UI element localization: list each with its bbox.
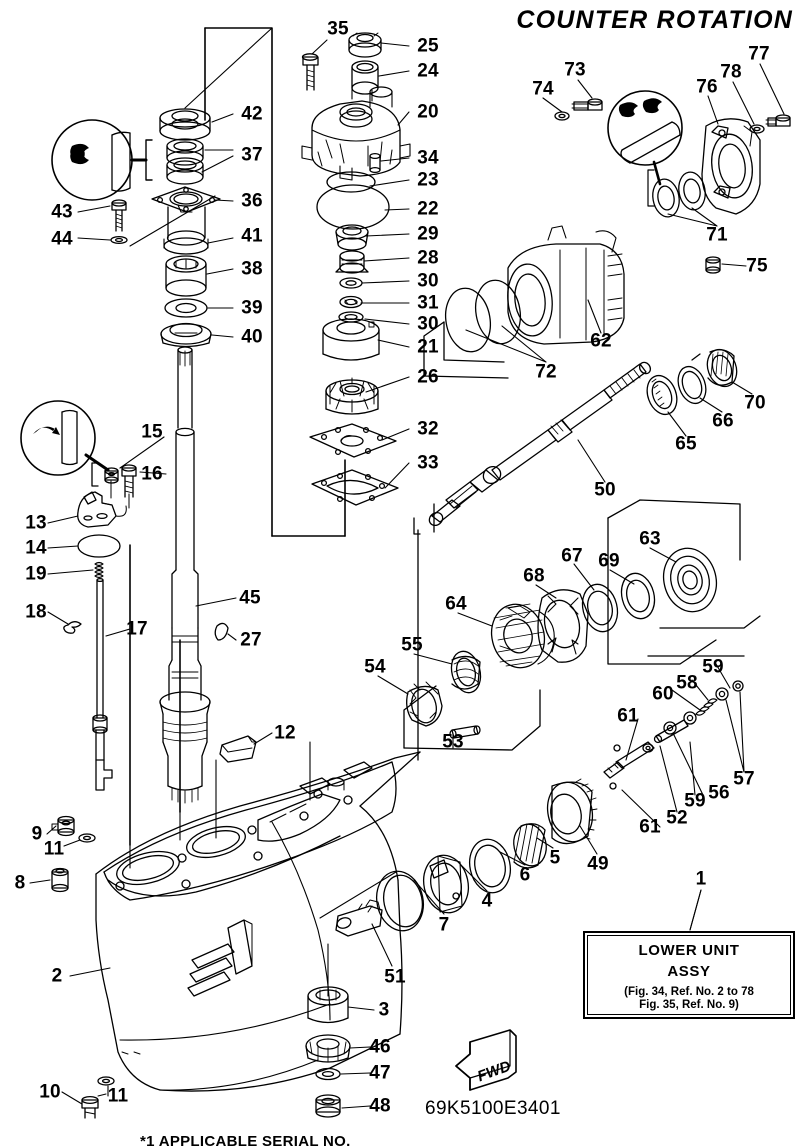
drawing-part-number: 69K5100E3401	[425, 1098, 561, 1119]
callout-number-36: 36	[241, 190, 263, 212]
callout-number-65: 65	[675, 433, 697, 455]
callout-number-59: 59	[702, 656, 724, 678]
callout-number-6: 6	[519, 864, 531, 886]
callout-number-35: 35	[327, 18, 349, 40]
callout-number-3: 3	[378, 999, 390, 1021]
callout-number-44: 44	[51, 228, 73, 250]
callout-number-67: 67	[561, 545, 583, 567]
callout-number-1: 1	[695, 868, 707, 890]
callout-number-33: 33	[417, 452, 439, 474]
callout-number-23: 23	[417, 169, 439, 191]
callout-number-70: 70	[744, 392, 766, 414]
callout-number-45: 45	[239, 587, 261, 609]
callout-number-39: 39	[241, 297, 263, 319]
callout-number-57: 57	[733, 768, 755, 790]
callout-number-14: 14	[25, 537, 47, 559]
callout-number-29: 29	[417, 223, 439, 245]
callout-number-19: 19	[25, 563, 47, 585]
callout-number-61: 61	[639, 816, 661, 838]
callout-number-21: 21	[417, 336, 439, 358]
callout-number-61: 61	[617, 705, 639, 727]
callout-number-66: 66	[712, 410, 734, 432]
callout-number-16: 16	[141, 463, 163, 485]
callout-number-54: 54	[364, 656, 386, 678]
callout-number-55: 55	[401, 634, 423, 656]
callout-number-64: 64	[445, 593, 467, 615]
callout-number-5: 5	[549, 847, 561, 869]
callout-number-7: 7	[438, 914, 450, 936]
callout-number-47: 47	[369, 1062, 391, 1084]
callout-number-74: 74	[532, 78, 554, 100]
callout-number-73: 73	[564, 59, 586, 81]
callout-number-25: 25	[417, 35, 439, 57]
callout-number-34: 34	[417, 147, 439, 169]
callout-number-9: 9	[31, 823, 43, 845]
legend-line-1: LOWER UNIT	[638, 941, 740, 959]
callout-number-56: 56	[708, 782, 730, 804]
callout-number-40: 40	[241, 326, 263, 348]
callout-number-38: 38	[241, 258, 263, 280]
callout-number-78: 78	[720, 61, 742, 83]
legend-box: LOWER UNIT ASSY (Fig. 34, Ref. No. 2 to …	[583, 931, 795, 1019]
callout-number-26: 26	[417, 366, 439, 388]
callout-number-49: 49	[587, 853, 609, 875]
serial-no-footnote: *1 APPLICABLE SERIAL NO.	[140, 1133, 351, 1146]
callout-number-24: 24	[417, 60, 439, 82]
callout-number-58: 58	[676, 672, 698, 694]
callout-number-18: 18	[25, 601, 47, 623]
callout-number-17: 17	[126, 618, 148, 640]
callout-number-15: 15	[141, 421, 163, 443]
callout-number-77: 77	[748, 43, 770, 65]
callout-number-20: 20	[417, 101, 439, 123]
callout-number-46: 46	[369, 1036, 391, 1058]
callout-number-32: 32	[417, 418, 439, 440]
callout-number-41: 41	[241, 225, 263, 247]
callout-number-68: 68	[523, 565, 545, 587]
callout-number-8: 8	[14, 872, 26, 894]
callout-number-69: 69	[598, 550, 620, 572]
callout-number-62: 62	[590, 330, 612, 352]
callout-number-10: 10	[39, 1081, 61, 1103]
callout-number-27: 27	[240, 629, 262, 651]
callout-number-11: 11	[43, 838, 65, 860]
callout-number-50: 50	[594, 479, 616, 501]
callout-number-28: 28	[417, 247, 439, 269]
callout-number-75: 75	[746, 255, 768, 277]
callout-number-52: 52	[666, 807, 688, 829]
callout-number-42: 42	[241, 103, 263, 125]
callout-number-71: 71	[706, 224, 728, 246]
page-title: COUNTER ROTATION	[516, 6, 793, 34]
callout-number-51: 51	[384, 966, 406, 988]
callout-number-59: 59	[684, 790, 706, 812]
callout-number-60: 60	[652, 683, 674, 705]
callout-number-76: 76	[696, 76, 718, 98]
callout-number-31: 31	[417, 292, 439, 314]
callout-number-63: 63	[639, 528, 661, 550]
legend-line-3: (Fig. 34, Ref. No. 2 to 78	[624, 985, 754, 998]
callout-number-53: 53	[442, 731, 464, 753]
callout-number-12: 12	[274, 722, 296, 744]
callout-number-72: 72	[535, 361, 557, 383]
legend-line-2: ASSY	[667, 962, 711, 980]
callout-number-2: 2	[51, 965, 63, 987]
callout-number-22: 22	[417, 198, 439, 220]
callout-number-4: 4	[481, 890, 493, 912]
callout-number-48: 48	[369, 1095, 391, 1117]
callout-number-13: 13	[25, 512, 47, 534]
callout-number-30: 30	[417, 313, 439, 335]
callout-number-43: 43	[51, 201, 73, 223]
callout-number-37: 37	[241, 144, 263, 166]
callout-number-11: 11	[107, 1085, 129, 1107]
legend-line-4: Fig. 35, Ref. No. 9)	[639, 998, 739, 1011]
callout-number-30: 30	[417, 270, 439, 292]
